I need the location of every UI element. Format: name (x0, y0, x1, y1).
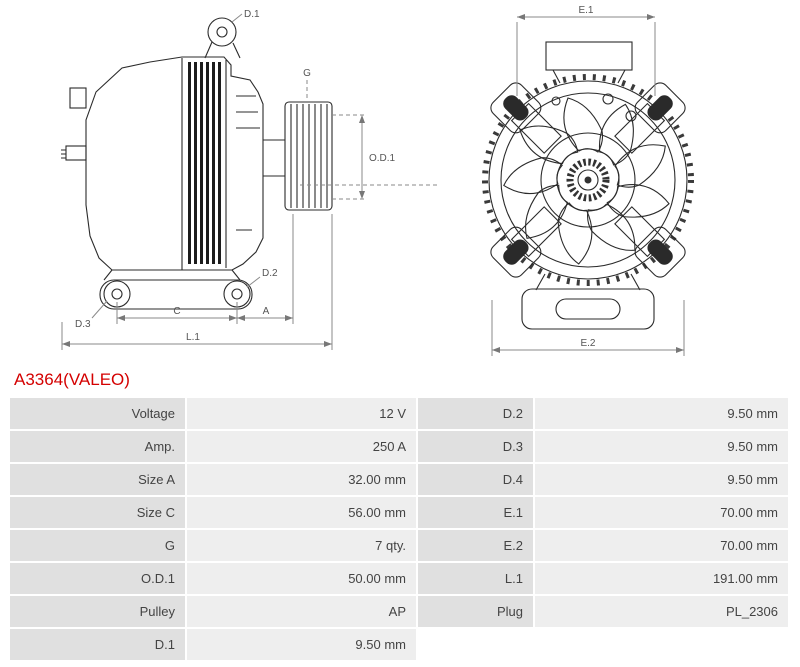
top-mounting-hole (207, 17, 237, 47)
spec-label: D.4 (418, 464, 533, 495)
spec-label: E.1 (418, 497, 533, 528)
spec-label: G (10, 530, 185, 561)
spec-label: Size A (10, 464, 185, 495)
spec-empty-cell (418, 629, 533, 660)
spec-value: 191.00 mm (535, 563, 788, 594)
alternator-diagram-svg: D.1 G O.D.1 D.2 D.3 (61, 5, 694, 356)
spec-label: D.3 (418, 431, 533, 462)
spec-value: AP (187, 596, 416, 627)
spec-value: 9.50 mm (187, 629, 416, 660)
spec-value: 9.50 mm (535, 431, 788, 462)
dim-label-c: C (173, 306, 180, 317)
housing-serration (482, 74, 694, 286)
spec-value: 56.00 mm (187, 497, 416, 528)
dim-label-l1: L.1 (186, 332, 200, 343)
dim-label-d3: D.3 (75, 319, 91, 330)
top-boss (545, 41, 633, 71)
spec-label: Voltage (10, 398, 185, 429)
dim-label-e2: E.2 (580, 338, 595, 349)
technical-drawings: D.1 G O.D.1 D.2 D.3 (61, 5, 694, 356)
spec-label: Plug (418, 596, 533, 627)
pulley-side (284, 101, 333, 211)
dim-label-od1: O.D.1 (369, 153, 396, 164)
dim-label-d1: D.1 (244, 9, 260, 20)
spec-label: E.2 (418, 530, 533, 561)
pulley-front-hub (540, 132, 636, 228)
spec-label: Size C (10, 497, 185, 528)
spec-value: 250 A (187, 431, 416, 462)
stator-fins (188, 62, 221, 264)
spec-value: 12 V (187, 398, 416, 429)
spec-label: D.1 (10, 629, 185, 660)
alternator-body-side (85, 56, 264, 271)
bottom-foot (521, 288, 655, 330)
spec-label: Amp. (10, 431, 185, 462)
spec-label: O.D.1 (10, 563, 185, 594)
spec-value: 70.00 mm (535, 497, 788, 528)
side-view-diagram (61, 17, 333, 310)
spec-value: 9.50 mm (535, 464, 788, 495)
spec-value: 32.00 mm (187, 464, 416, 495)
spec-value: 7 qty. (187, 530, 416, 561)
spec-label: L.1 (418, 563, 533, 594)
side-view-dimensions: D.1 G O.D.1 D.2 D.3 (61, 9, 438, 350)
spec-value: 50.00 mm (187, 563, 416, 594)
dim-label-d2: D.2 (262, 268, 278, 279)
bottom-slot (555, 298, 621, 320)
spec-label: Pulley (10, 596, 185, 627)
spec-value: 9.50 mm (535, 398, 788, 429)
dim-label-e1: E.1 (578, 5, 593, 16)
page-title: A3364(VALEO) (14, 370, 130, 389)
spec-empty-cell (535, 629, 788, 660)
spec-value: 70.00 mm (535, 530, 788, 561)
spec-table: Voltage 12 V D.2 9.50 mm Amp. 250 A D.3 … (0, 398, 800, 660)
dim-label-g: G (303, 68, 311, 79)
front-view-diagram (482, 41, 694, 330)
spec-value: PL_2306 (535, 596, 788, 627)
spec-label: D.2 (418, 398, 533, 429)
front-view-dimensions: E.1 E.2 (491, 5, 685, 356)
dim-label-a: A (263, 306, 270, 317)
